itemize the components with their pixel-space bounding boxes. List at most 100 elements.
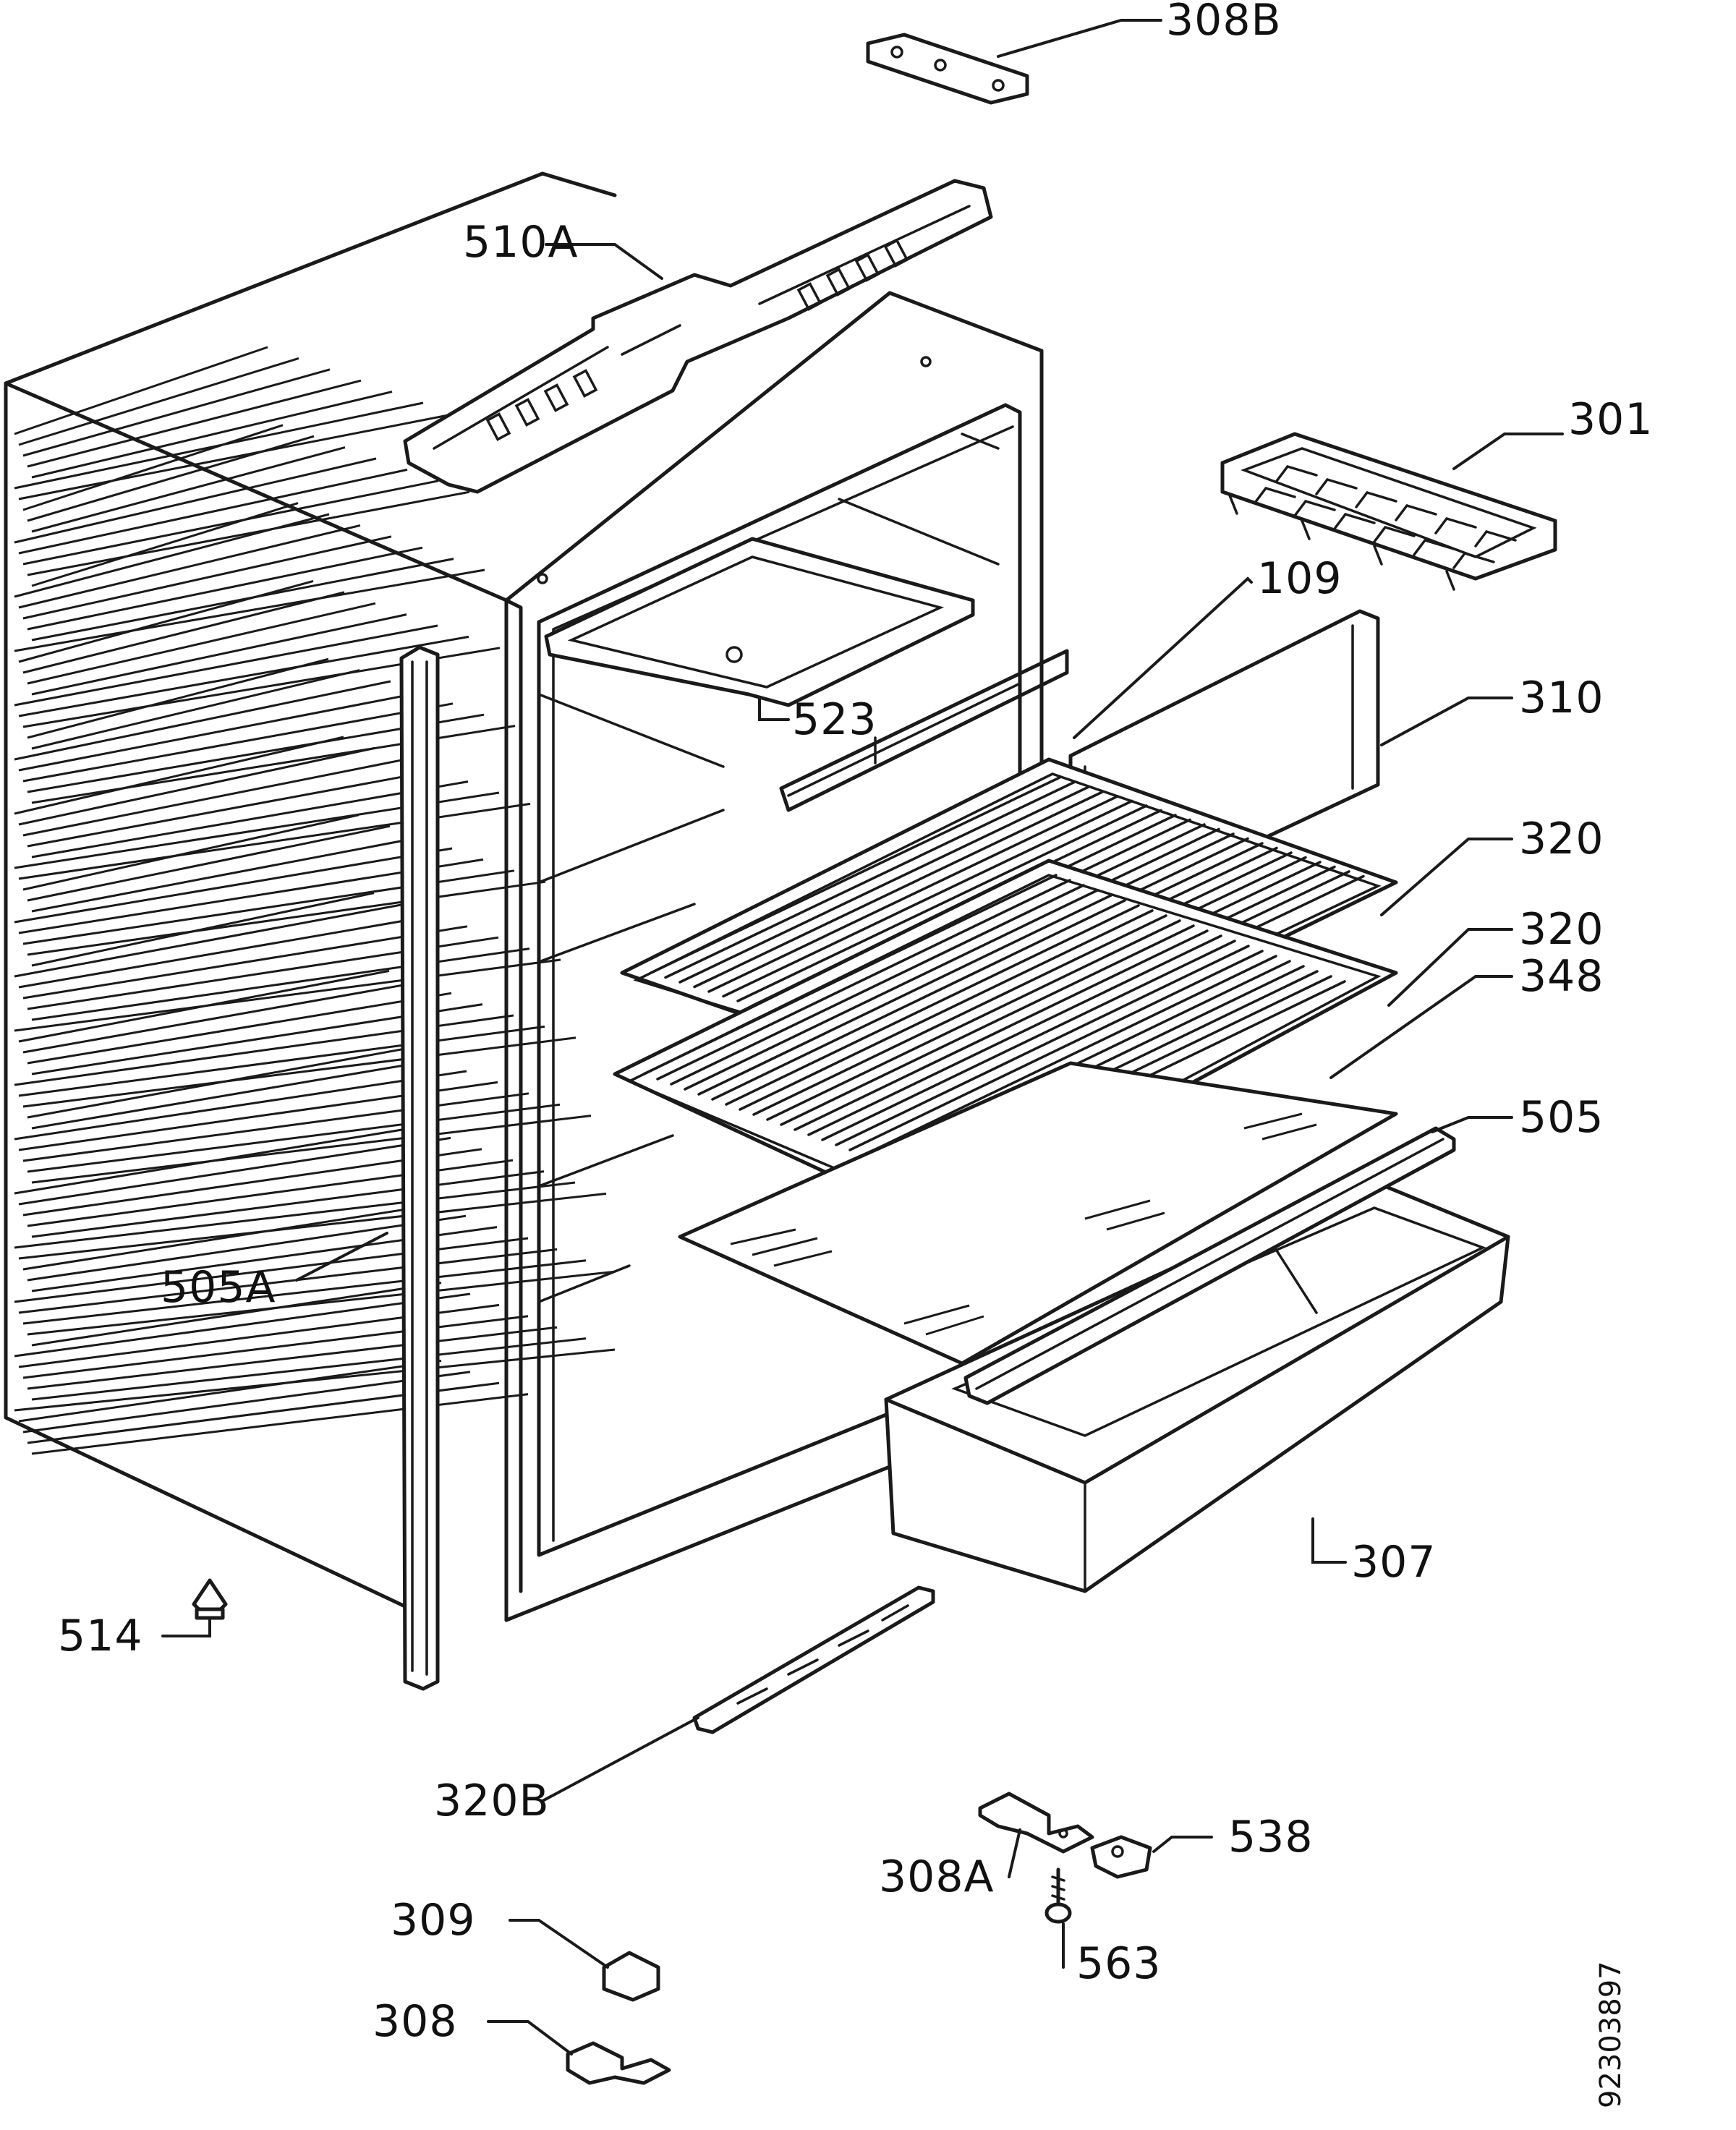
shading-stroke	[22, 591, 345, 674]
bracket-plate-top	[866, 33, 1029, 105]
ice-cell-edge	[1293, 500, 1307, 517]
shading-stroke	[31, 1337, 587, 1401]
shading-stroke	[27, 1214, 467, 1282]
shading-stroke	[18, 579, 314, 663]
label-309: 309	[391, 1895, 476, 1946]
label-310: 310	[1519, 673, 1604, 723]
shading-stroke	[31, 1170, 545, 1238]
shelf-bar	[656, 879, 1071, 1081]
shading-stroke	[14, 1348, 616, 1412]
shelf-bar	[835, 945, 1250, 1146]
shading-stroke	[31, 391, 393, 479]
freezer-compartment-tray	[544, 537, 1069, 812]
label-505a: 505A	[161, 1262, 276, 1313]
ice-cell-edge	[1286, 465, 1318, 477]
label-348: 348	[1519, 951, 1604, 1002]
shelf-bar	[707, 795, 1119, 993]
shading-stroke	[27, 490, 470, 576]
ice-cell-edge	[1474, 530, 1488, 548]
ice-cell-edge	[1434, 517, 1448, 534]
ice-tray-cells	[1254, 465, 1517, 569]
shading-stroke	[27, 992, 452, 1065]
ice-cube-tray	[1220, 432, 1557, 591]
drawing-code: 92303897	[1594, 1961, 1628, 2108]
ice-cell-edge	[1485, 530, 1517, 542]
shading-stroke	[14, 1125, 420, 1195]
shelf-bar	[739, 909, 1154, 1111]
shading-stroke	[27, 1159, 514, 1227]
shelf-bar	[664, 780, 1076, 979]
shading-stroke	[18, 913, 437, 989]
shading-stroke	[27, 1103, 561, 1173]
shading-stroke	[14, 1292, 471, 1358]
label-320-bottom: 320	[1519, 904, 1604, 955]
label-505: 505	[1519, 1092, 1604, 1143]
shading-stroke	[14, 457, 377, 544]
shading-stroke	[22, 1204, 435, 1271]
shading-stroke	[14, 346, 268, 435]
shading-stroke	[22, 1259, 587, 1325]
shading-stroke	[31, 446, 346, 533]
shading-stroke	[27, 1047, 405, 1119]
screw-563	[1044, 1867, 1072, 1924]
ice-cell-edge	[1373, 526, 1387, 543]
ice-cell-edge	[1424, 539, 1455, 550]
label-301: 301	[1568, 394, 1654, 445]
shading-stroke	[31, 1115, 592, 1184]
shelf-bar	[766, 919, 1181, 1121]
shading-stroke	[27, 769, 438, 848]
shelf-bar	[711, 899, 1126, 1101]
shading-stroke	[31, 725, 516, 804]
shading-stroke	[14, 903, 406, 978]
ice-cell-edge	[1445, 517, 1477, 529]
shading-stroke	[18, 357, 299, 446]
shelf-bar	[862, 955, 1277, 1156]
part-labels: 308B 510A 301 109 523 310 320 320 348 50…	[58, 0, 1654, 2108]
leader-lines	[161, 19, 1564, 2056]
bottom-rail	[692, 1585, 935, 1734]
shading-stroke	[14, 1181, 576, 1249]
shading-stroke	[18, 1192, 607, 1260]
shading-stroke	[27, 379, 362, 468]
label-563: 563	[1076, 1938, 1162, 1989]
ice-cell-edge	[1315, 478, 1329, 495]
ice-cell-edge	[1264, 487, 1296, 498]
shading-stroke	[31, 1059, 436, 1130]
ice-cell-edge	[1355, 491, 1369, 508]
door-seal-strip	[399, 645, 440, 1691]
shading-stroke	[18, 524, 361, 609]
shading-stroke	[22, 424, 284, 511]
shading-stroke	[31, 780, 469, 859]
shading-stroke	[18, 969, 390, 1043]
ice-cell-edge	[1326, 478, 1358, 490]
shading-stroke	[27, 435, 315, 522]
shading-stroke	[31, 1393, 529, 1455]
shading-stroke	[31, 892, 375, 967]
shelf-bar	[642, 874, 1058, 1075]
shading-stroke	[14, 513, 330, 598]
ice-cell-edge	[1463, 552, 1495, 563]
shading-stroke	[22, 480, 439, 566]
ice-cell-edge	[1384, 526, 1416, 537]
shading-stroke	[18, 802, 531, 880]
shading-stroke	[31, 836, 422, 913]
shading-stroke	[22, 814, 359, 891]
label-514: 514	[58, 1611, 143, 1661]
side-panel-shading	[14, 346, 616, 1455]
shading-stroke	[22, 1092, 529, 1162]
shelf-bar	[650, 776, 1061, 974]
shading-stroke	[27, 880, 546, 956]
shelf-bar	[793, 929, 1209, 1131]
shading-stroke	[18, 746, 375, 826]
glass-shelf-reflection	[730, 1112, 1317, 1336]
ice-cell-edge	[1275, 465, 1289, 482]
label-308b: 308B	[1166, 0, 1282, 46]
shading-stroke	[18, 635, 469, 717]
shading-stroke	[27, 1270, 616, 1336]
plug-514	[192, 1578, 228, 1620]
shading-stroke	[14, 736, 344, 815]
shading-stroke	[14, 847, 453, 924]
label-109: 109	[1257, 553, 1343, 604]
